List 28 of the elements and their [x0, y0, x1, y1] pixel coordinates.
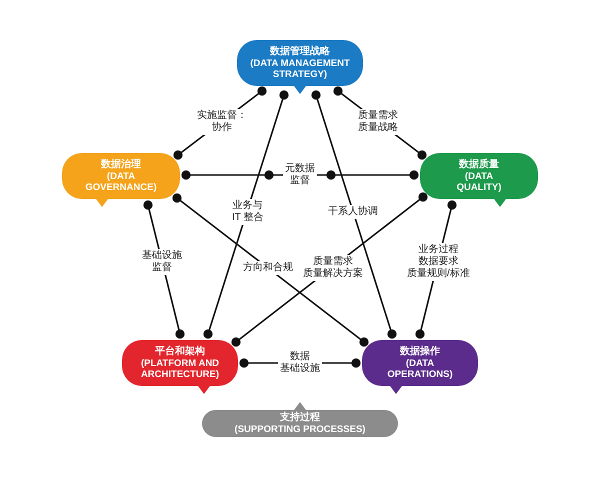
connector-line: [311, 90, 397, 339]
bubble-subtitle: (DATA GOVERNANCE): [84, 171, 158, 193]
edge-label: 业务与IT 整合: [230, 199, 266, 225]
speech-bubble: [420, 153, 538, 207]
bubble-heading: 数据治理: [101, 159, 141, 171]
bubble-subtitle: (DATA OPERATIONS): [386, 358, 454, 380]
speech-bubble: [202, 402, 398, 437]
edge-label: 质量需求质量解决方案: [301, 255, 365, 281]
bubble-heading: 数据操作: [400, 346, 440, 358]
bubble-heading: 数据质量: [459, 159, 499, 171]
connector-line: [203, 90, 289, 339]
bubble-subtitle: (DATA QUALITY): [456, 171, 502, 193]
bubble-heading: 平台和架构: [155, 346, 205, 358]
speech-bubble: [362, 340, 478, 394]
bubble-heading: 支持过程: [280, 412, 320, 424]
connector-line: [172, 193, 369, 347]
speech-bubble: [237, 40, 363, 94]
bubble-subtitle: (SUPPORTING PROCESSES): [234, 424, 366, 435]
bubble-subtitle: (PLATFORM AND ARCHITECTURE): [140, 358, 220, 380]
speech-bubble: [62, 153, 180, 207]
edge-label: 业务过程数据要求质量规则/标准: [405, 243, 472, 281]
bubble-heading: 数据管理战略: [270, 46, 330, 58]
edge-label: 基础设施监督: [140, 249, 184, 275]
edge-label: 方向和合规: [241, 261, 295, 275]
edge-label: 质量需求质量战略: [356, 109, 400, 135]
bubble-subtitle: (DATA MANAGEMENT STRATEGY): [249, 58, 351, 80]
edge-label: 干系人协调: [326, 205, 380, 219]
speech-bubble: [122, 340, 238, 394]
